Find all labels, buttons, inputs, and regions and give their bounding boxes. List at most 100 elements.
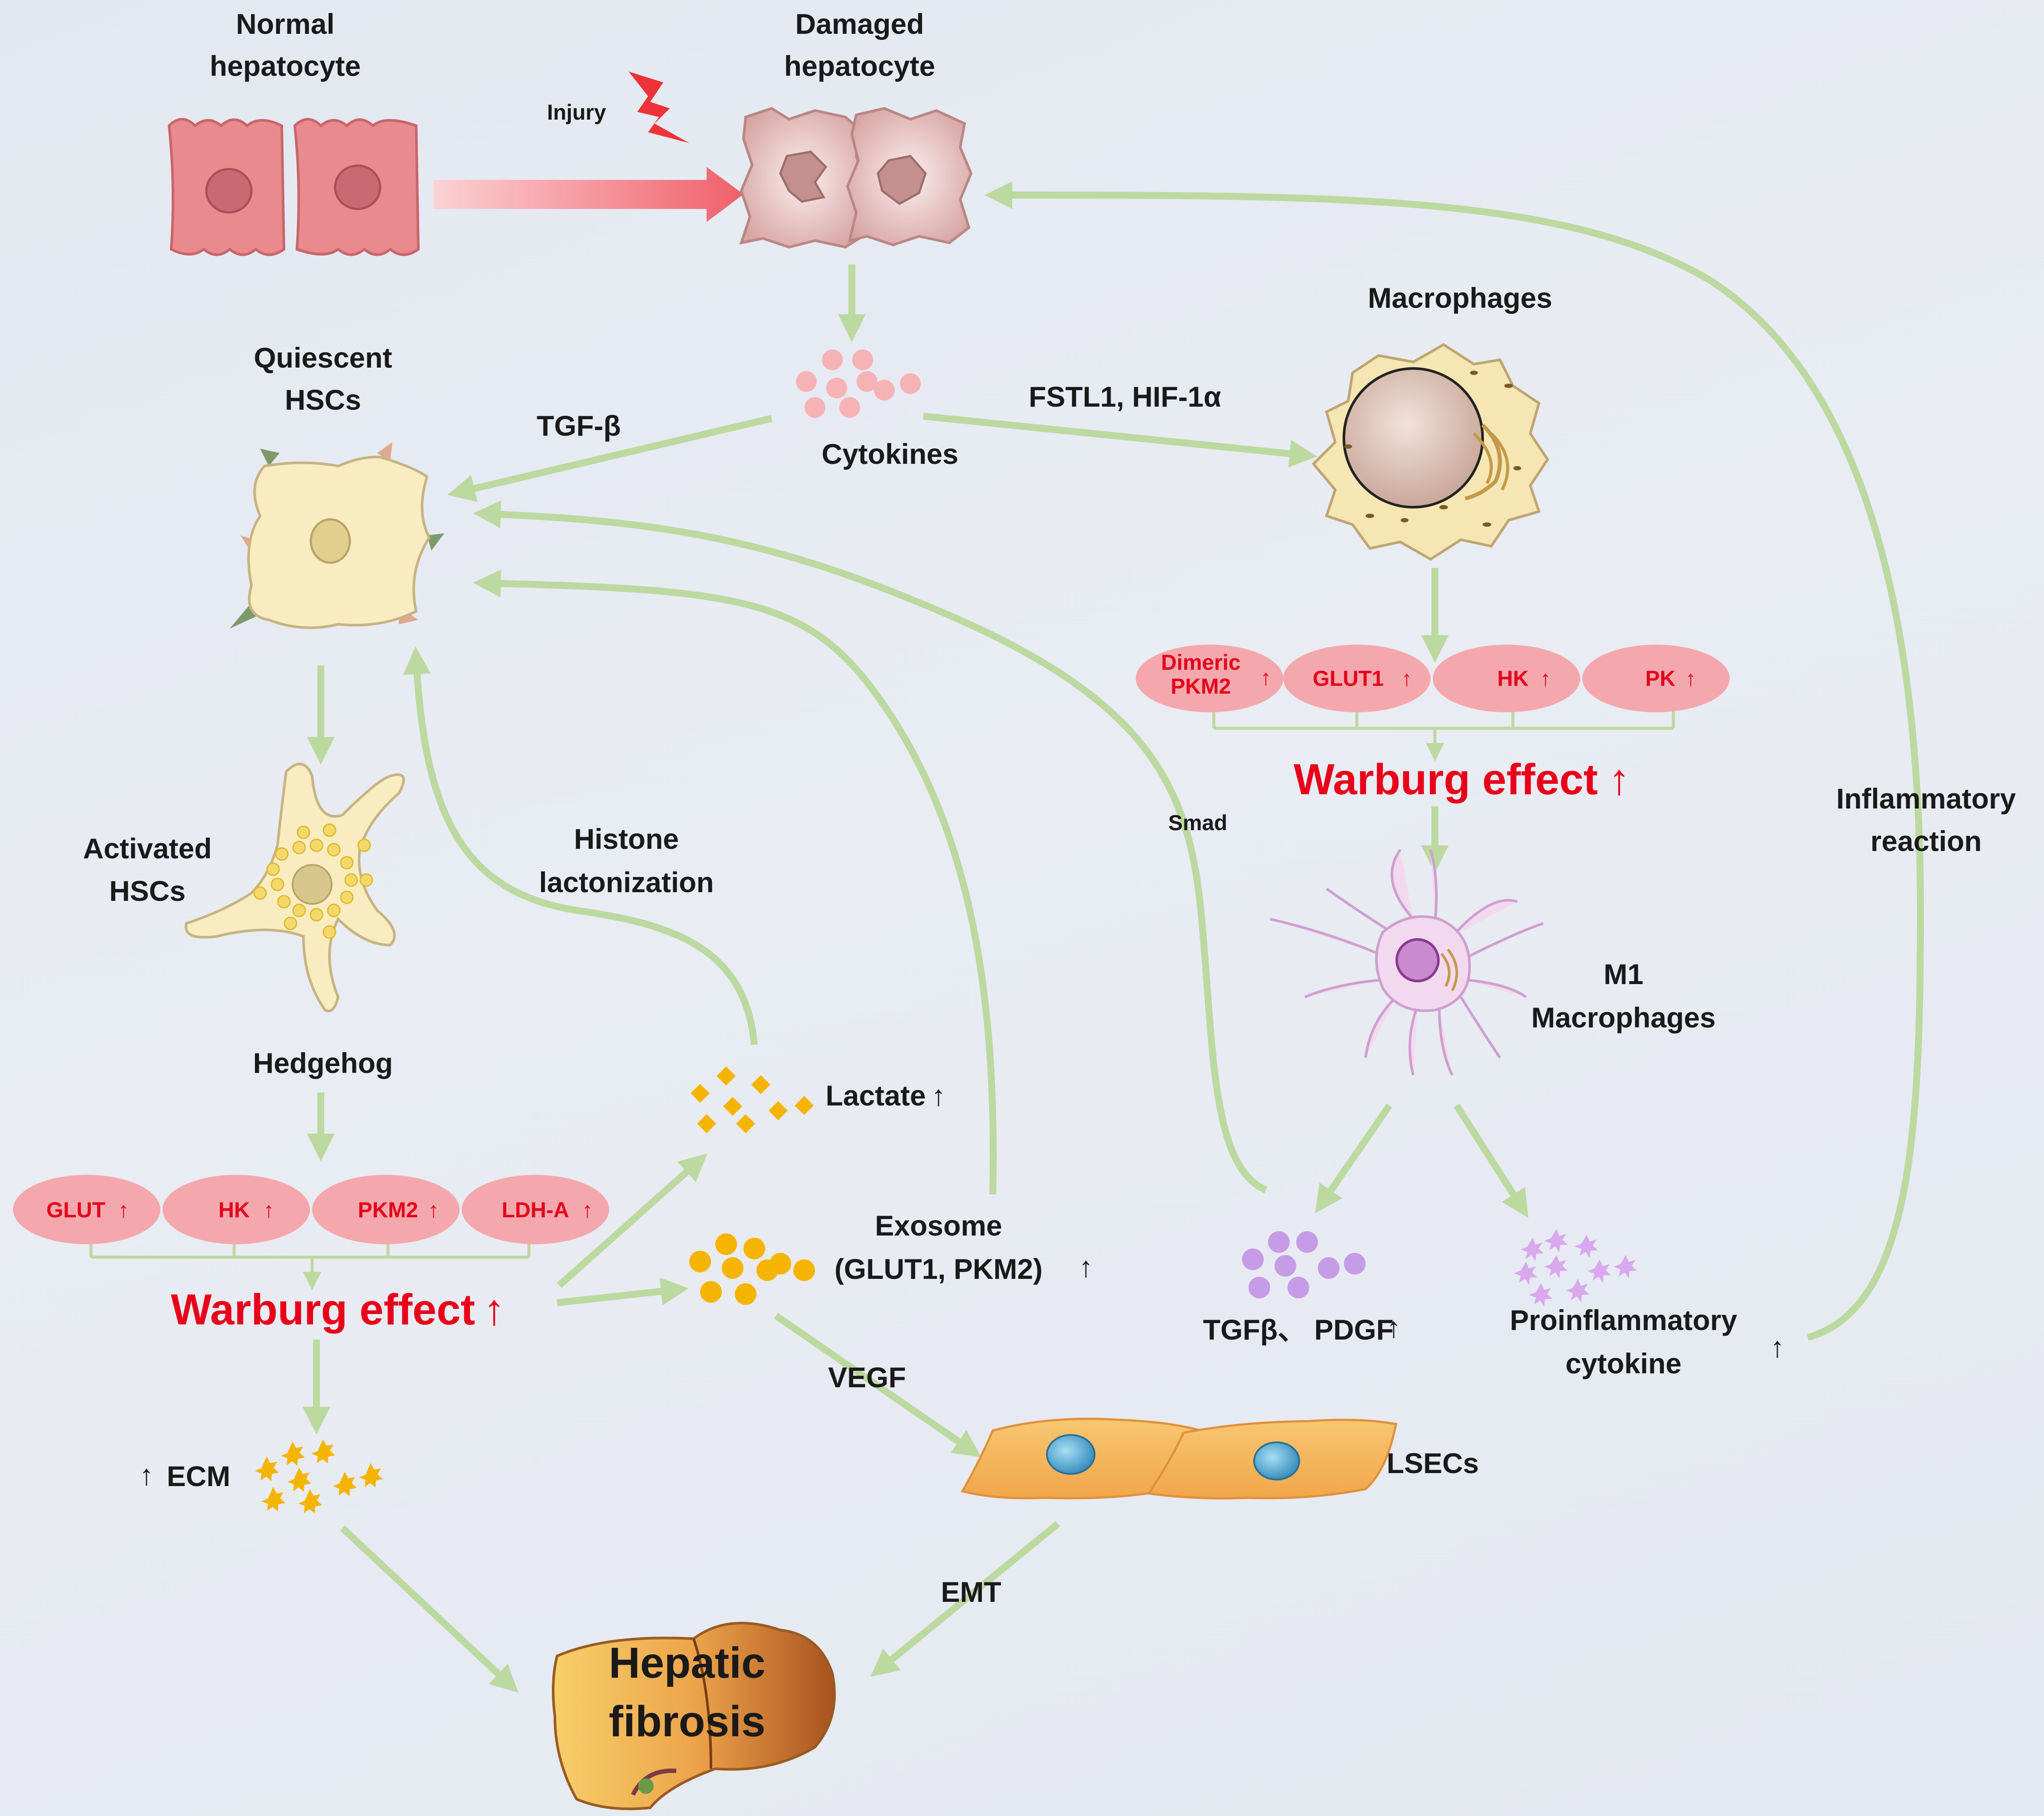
hsc-warburg-arrow: ↑ xyxy=(483,1285,505,1334)
enzyme-pk: PK ↑ xyxy=(1582,645,1730,712)
enzyme-hk-hsc: HK ↑ xyxy=(163,1175,310,1244)
macrophage-warburg-effect: Warburg effect xyxy=(1294,755,1598,804)
label-lsecs: LSECs xyxy=(1387,1447,1479,1479)
lightning-icon xyxy=(629,72,689,143)
label-emt: EMT xyxy=(941,1576,1001,1608)
bracket-macrophage-enzymes xyxy=(1212,711,1675,761)
macrophage-cell xyxy=(1311,343,1549,561)
label-fibrosis: fibrosis xyxy=(609,1697,765,1746)
label-exosome-arrow: ↑ xyxy=(1079,1251,1093,1283)
label-macrophages: Macrophages xyxy=(1368,282,1552,314)
exosome-particles xyxy=(689,1233,815,1305)
svg-text:↑: ↑ xyxy=(428,1198,439,1222)
injury-big-arrow xyxy=(434,167,743,222)
label-injury: Injury xyxy=(547,100,606,124)
enzyme-hk: HK ↑ xyxy=(1433,645,1580,712)
cytokine-particles xyxy=(796,349,921,418)
arrow-m1-to-tgfb xyxy=(1315,1103,1392,1213)
label-normal-1: Normal xyxy=(236,8,334,40)
svg-text:GLUT1: GLUT1 xyxy=(1313,666,1384,691)
label-tgfb-arrow: ↑ xyxy=(1387,1311,1401,1343)
svg-text:GLUT: GLUT xyxy=(46,1198,105,1222)
label-proinflammatory-1: Proinflammatory xyxy=(1510,1304,1738,1336)
svg-text:Dimeric: Dimeric xyxy=(1161,650,1240,675)
arrow-exosome-to-lsecs xyxy=(774,1313,981,1457)
label-cytokines: Cytokines xyxy=(822,438,958,470)
label-inflammatory-1: Inflammatory xyxy=(1836,782,2016,815)
svg-text:PK: PK xyxy=(1645,666,1675,691)
arrow-warburg-to-lactate xyxy=(557,1153,707,1288)
label-smad: Smad xyxy=(1168,811,1227,835)
ecm-particles xyxy=(255,1439,383,1513)
label-proinflammatory-2: cytokine xyxy=(1565,1347,1682,1379)
tgfb-pdgf-particles xyxy=(1242,1231,1366,1298)
text-labels: Normal hepatocyte Damaged hepatocyte Inj… xyxy=(83,8,2016,1746)
label-quiescent-2: HSCs xyxy=(285,384,361,416)
label-activated-1: Activated xyxy=(83,832,212,864)
label-exosome-1: Exosome xyxy=(875,1210,1002,1242)
label-exosome-2: (GLUT1, PKM2) xyxy=(835,1253,1043,1285)
arrow-lsecs-to-fibrosis xyxy=(870,1521,1060,1677)
svg-text:↑: ↑ xyxy=(1540,666,1551,691)
enzyme-glut: GLUT ↑ xyxy=(13,1175,160,1244)
enzyme-dimeric-pkm2: Dimeric PKM2 ↑ xyxy=(1136,645,1283,712)
label-ecm-arrow: ↑ xyxy=(140,1459,154,1491)
hsc-warburg-effect: Warburg effect xyxy=(171,1285,475,1334)
enzyme-glut1: GLUT1 ↑ xyxy=(1283,645,1431,712)
svg-text:↑: ↑ xyxy=(582,1198,593,1222)
label-lactate-arrow: ↑ xyxy=(932,1079,946,1112)
label-ecm: ECM xyxy=(167,1460,231,1492)
m1-macrophage-cell xyxy=(1270,849,1544,1076)
svg-text:↑: ↑ xyxy=(1261,665,1271,690)
label-damaged-1: Damaged xyxy=(795,8,924,40)
quiescent-hsc-cell xyxy=(230,442,444,629)
lsec-cells xyxy=(961,1418,1397,1500)
arrow-exosome-to-hsc xyxy=(473,569,997,1195)
label-damaged-2: hepatocyte xyxy=(784,50,935,82)
arrow-cytokines-to-macrophages xyxy=(923,413,1317,468)
arrow-tgfb-to-hsc xyxy=(473,500,1268,1193)
arrow-cytokines-to-hsc xyxy=(447,415,773,502)
label-tgf-beta: TGF-β xyxy=(537,410,621,442)
lactate-particles xyxy=(691,1066,814,1133)
liver-icon xyxy=(552,1622,836,1810)
macrophage-warburg-arrow: ↑ xyxy=(1608,755,1630,804)
enzyme-pkm2: PKM2 ↑ xyxy=(312,1175,460,1244)
label-histone-1: Histone xyxy=(574,823,679,855)
arrow-inflammation-to-damaged xyxy=(985,181,1924,1341)
arrow-m1-to-proinflammatory xyxy=(1454,1103,1529,1218)
label-tgfb-pdgf: TGFβ、 PDGF xyxy=(1203,1314,1394,1346)
label-m1-1: M1 xyxy=(1604,958,1643,990)
label-histone-2: lactonization xyxy=(539,866,714,898)
macrophage-enzymes: Dimeric PKM2 ↑ GLUT1 ↑ HK ↑ PK ↑ xyxy=(1136,645,1730,712)
label-quiescent-1: Quiescent xyxy=(254,342,392,374)
label-m1-2: Macrophages xyxy=(1531,1001,1715,1034)
hsc-enzymes: GLUT ↑ HK ↑ PKM2 ↑ LDH-A ↑ xyxy=(13,1175,609,1244)
svg-text:PKM2: PKM2 xyxy=(1171,674,1231,698)
normal-hepatocyte-cells xyxy=(167,118,420,256)
svg-text:↑: ↑ xyxy=(1402,666,1412,691)
label-proinflammatory-arrow: ↑ xyxy=(1770,1331,1785,1363)
enzyme-ldha: LDH-A ↑ xyxy=(462,1175,609,1244)
bracket-hsc-enzymes xyxy=(89,1240,531,1290)
svg-text:HK: HK xyxy=(218,1198,250,1222)
svg-text:PKM2: PKM2 xyxy=(358,1198,418,1222)
svg-text:↑: ↑ xyxy=(264,1198,274,1222)
label-hedgehog: Hedgehog xyxy=(253,1047,393,1079)
label-normal-2: hepatocyte xyxy=(210,50,361,82)
svg-text:↑: ↑ xyxy=(1685,666,1696,691)
label-activated-2: HSCs xyxy=(109,875,186,907)
arrows xyxy=(89,167,1924,1693)
label-lactate: Lactate xyxy=(825,1079,926,1112)
arrow-ecm-to-fibrosis xyxy=(340,1526,519,1693)
damaged-hepatocyte-cells xyxy=(739,107,973,249)
arrow-warburg-to-exosome xyxy=(557,1278,689,1306)
label-inflammatory-2: reaction xyxy=(1871,825,1982,857)
svg-text:HK: HK xyxy=(1497,666,1529,691)
arrow-lactate-to-hsc xyxy=(403,646,758,1045)
label-vegf: VEGF xyxy=(828,1361,906,1393)
proinflammatory-particles xyxy=(1514,1229,1637,1307)
svg-text:↑: ↑ xyxy=(118,1198,129,1222)
label-hepatic: Hepatic xyxy=(609,1639,765,1687)
